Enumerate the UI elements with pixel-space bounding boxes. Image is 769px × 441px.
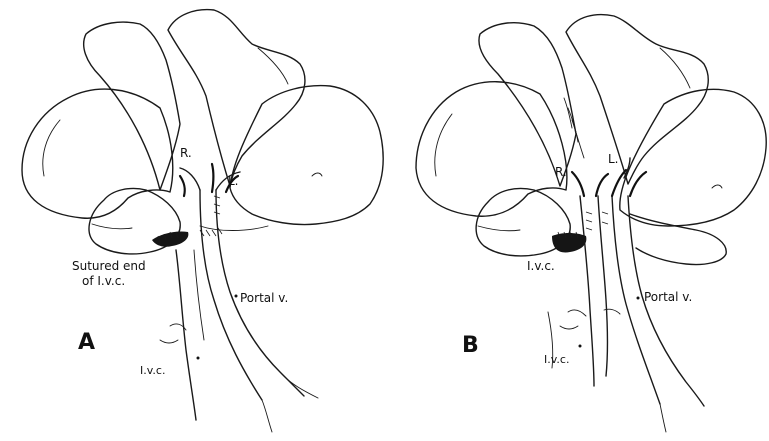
panel-b-label-ivc-upper: I.v.c. xyxy=(527,259,555,273)
panel-b-label-right: R. xyxy=(555,165,567,179)
panel-b-central-lobe xyxy=(566,15,708,184)
panel-b-label-portal: Portal v. xyxy=(644,290,692,304)
panel-a: R. L. Sutured end of I.v.c. Portal v. I.… xyxy=(22,10,383,432)
panel-a-ivc xyxy=(176,250,196,420)
panel-a-label-portal: Portal v. xyxy=(240,291,288,305)
panel-a-label-sutured-2: of I.v.c. xyxy=(82,274,125,288)
panel-a-label-left: L. xyxy=(228,174,239,188)
panel-a-label-right: R. xyxy=(180,146,192,160)
panel-a-left-lobe xyxy=(230,86,383,225)
panel-a-letter: A xyxy=(78,330,95,355)
panel-b: R. L. I.v.c. Portal v. I.v.c. B xyxy=(416,15,766,432)
panel-b-label-ivc: I.v.c. xyxy=(544,353,569,366)
panel-b-anastomosis xyxy=(552,233,586,252)
panel-b-ivc xyxy=(580,196,594,386)
panel-b-left-lobe xyxy=(620,89,766,226)
panel-b-label-left: L. xyxy=(608,152,619,166)
panel-a-upper-lobe xyxy=(84,22,180,190)
panel-a-label-sutured-1: Sutured end xyxy=(72,259,146,273)
panel-b-letter: B xyxy=(462,333,479,358)
panel-b-upper-lobe xyxy=(479,23,576,186)
panel-a-right-lobe xyxy=(22,89,173,218)
panel-b-right-lobe xyxy=(416,82,567,217)
panel-a-label-ivc: I.v.c. xyxy=(140,364,165,377)
